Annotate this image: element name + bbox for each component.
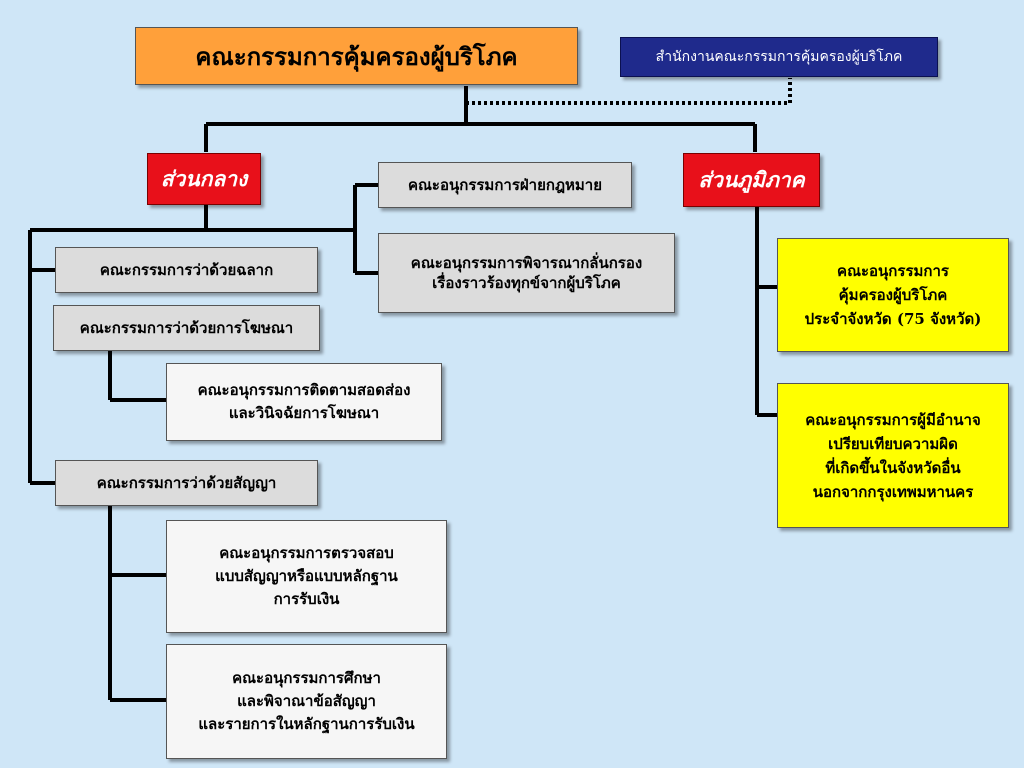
ad-monitoring-subcommittee-box: คณะอนุกรรมการติดตามสอดส่อง และวินิจฉัยกา…: [166, 363, 442, 441]
provincial-subcommittee-box: คณะอนุกรรมการ คุ้มครองผู้บริโภค ประจำจัง…: [777, 238, 1009, 352]
root-committee-box: คณะกรรมการคุ้มครองผู้บริโภค: [135, 27, 578, 85]
office-box: สำนักงานคณะกรรมการคุ้มครองผู้บริโภค: [620, 37, 938, 77]
contract-committee-box: คณะกรรมการว่าด้วยสัญญา: [55, 460, 318, 506]
contract-study-subcommittee-box: คณะอนุกรรมการศึกษา และพิจาณาข้อสัญญา และ…: [166, 644, 447, 759]
law-subcommittee-box: คณะอนุกรรมการฝ่ายกฎหมาย: [378, 162, 632, 208]
complaints-subcommittee-box: คณะอนุกรรมการพิจารณากลั่นกรอง เรื่องราวร…: [378, 233, 675, 313]
central-section-box: ส่วนกลาง: [147, 153, 261, 205]
label-committee-box: คณะกรรมการว่าด้วยฉลาก: [55, 247, 318, 293]
contract-inspection-subcommittee-box: คณะอนุกรรมการตรวจสอบ แบบสัญญาหรือแบบหลัก…: [166, 520, 447, 633]
settlement-subcommittee-box: คณะอนุกรรมการผู้มีอำนาจ เปรียบเทียบความผ…: [777, 383, 1009, 528]
advertising-committee-box: คณะกรรมการว่าด้วยการโฆษณา: [53, 305, 320, 351]
regional-section-box: ส่วนภูมิภาค: [683, 153, 820, 207]
